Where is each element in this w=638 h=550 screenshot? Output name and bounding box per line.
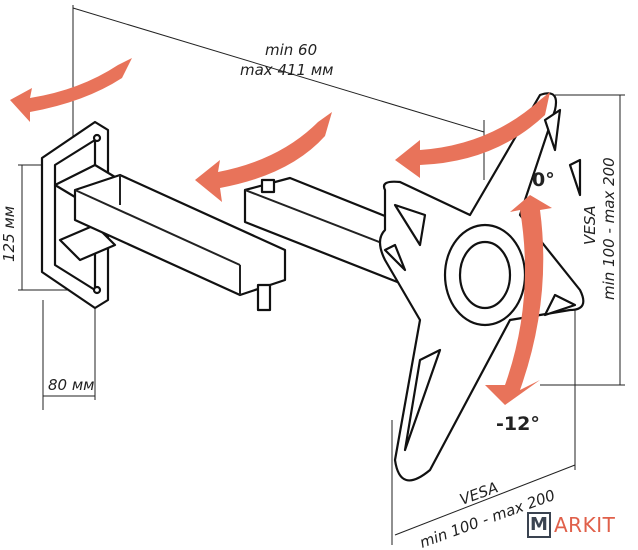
logo-text: ARKIT [554,513,616,537]
dimension-lines [18,5,625,545]
rotation-arrows [10,58,552,405]
wall-plate [40,120,122,310]
wall-plate-width-label: 80 мм [48,376,95,394]
vesa-horizontal-title: VESA [457,478,500,508]
tilt-up-label: 0° [532,169,555,191]
markit-logo: M ARKIT [527,512,615,538]
arm-length-min-label: min 60 [265,41,317,59]
vesa-vertical-title: VESA [581,205,599,245]
arm-length-max-label: max 411 мм [240,61,333,79]
vesa-plate [378,92,585,482]
swivel-arrow-wall [10,58,132,122]
swivel-arrow-arm [195,112,332,202]
wall-plate-height-label: 125 мм [0,206,18,262]
tilt-arrow [485,195,552,405]
vesa-vertical-range: min 100 - max 200 [600,157,618,300]
logo-letter: M [527,512,551,538]
swivel-arrow-head [395,92,550,178]
tilt-down-label: -12° [496,413,540,435]
